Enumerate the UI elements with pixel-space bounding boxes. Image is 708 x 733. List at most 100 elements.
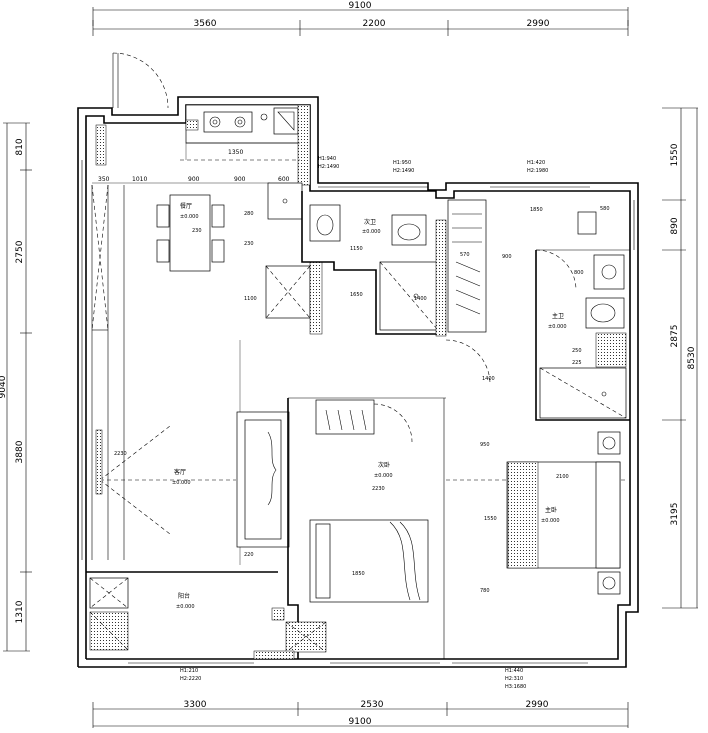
left-seg-4: 1310 (15, 600, 25, 623)
master-toilet (585, 297, 625, 329)
dim-600: 600 (278, 176, 290, 183)
second-bedroom: 次卧 ±0.000 2230 1850 (285, 397, 446, 659)
right-seg-4: 3195 (670, 503, 680, 526)
dim-900b: 900 (234, 176, 246, 183)
guest-toilet (391, 214, 427, 246)
dining-table (169, 194, 211, 272)
top-dimensions: 9100 3560 2200 2990 (92, 1, 629, 36)
dim-280: 280 (244, 211, 254, 217)
bottom-seg-2: 2530 (361, 700, 384, 710)
dim-220: 220 (244, 552, 254, 558)
hall-closet: 570 (447, 199, 487, 333)
dim-225: 225 (572, 360, 582, 366)
left-dimensions: 9040 810 2750 3880 1310 (0, 122, 32, 652)
w3-h1: H1:420 (527, 160, 545, 166)
guest-bath: 次卫 ±0.000 1150 1650 1400 (301, 191, 447, 337)
dim-900a: 900 (188, 176, 200, 183)
second-wardrobe (315, 399, 375, 435)
right-seg-2: 890 (670, 217, 680, 234)
master-bath-label: 主卫 (552, 312, 564, 320)
living-level: ±0.000 (172, 480, 191, 486)
dim-250: 250 (572, 348, 582, 354)
dim-570: 570 (460, 252, 470, 258)
left-seg-3: 3880 (15, 440, 25, 463)
dim-900: 900 (502, 254, 512, 260)
dim-1010: 1010 (132, 176, 147, 183)
bottom-total-dim: 9100 (349, 717, 372, 727)
right-dimensions: 1550 890 2875 3195 8530 (662, 107, 698, 609)
guest-sink (309, 204, 341, 242)
bottom-seg-3: 2990 (526, 700, 549, 710)
living-room: 客厅 ±0.000 2230 1100 220 (95, 296, 290, 565)
left-seg-1: 810 (15, 138, 25, 155)
misc-dims: 800 1400 250 225 (482, 270, 584, 382)
dim-2100: 2100 (556, 474, 569, 480)
w3-h2: H2:1980 (527, 168, 548, 174)
left-total-dim: 9040 (0, 375, 8, 398)
right-total-dim: 8530 (687, 346, 697, 369)
w4-h2: H2:2220 (180, 676, 201, 682)
dim-1550: 1550 (484, 516, 497, 522)
window-notes: H1:940 H2:1490 H1:950 H2:1490 H1:420 H2:… (180, 156, 548, 690)
dim-1400-b: 1400 (482, 376, 495, 382)
second-bedroom-label: 次卧 (378, 461, 390, 469)
dim-1850: 1850 (530, 207, 543, 213)
dim-780: 780 (480, 588, 490, 594)
dining-level: ±0.000 (180, 214, 199, 220)
dim-950: 950 (480, 442, 490, 448)
guest-bath-label: 次卫 (364, 218, 376, 226)
dim-1650: 1650 (350, 292, 363, 298)
dim-800: 800 (574, 270, 584, 276)
windows (81, 160, 635, 664)
fridge (267, 182, 303, 220)
master-sink (593, 254, 625, 290)
dining-label: 餐厅 (180, 202, 192, 210)
master-bedroom-level: ±0.000 (541, 518, 560, 524)
balcony: 阳台 ±0.000 (86, 571, 295, 660)
dim-580: 580 (600, 206, 610, 212)
bottom-dimensions: 3300 2530 2990 9100 (92, 700, 629, 728)
appliances (265, 182, 323, 335)
dim-230a: 230 (192, 228, 202, 234)
master-bedroom-label: 主卧 (545, 506, 557, 514)
w2-h2: H2:1490 (393, 168, 414, 174)
outer-walls (77, 96, 639, 668)
right-seg-1: 1550 (670, 143, 680, 166)
kitchen-dim-1350: 1350 (228, 149, 243, 156)
w1-h1: H1:940 (318, 156, 336, 162)
dim-1850-second: 1850 (352, 571, 365, 577)
guest-bath-level: ±0.000 (362, 229, 381, 235)
dining-area: 350 1010 900 900 600 餐厅 ±0.000 230 280 2… (92, 176, 290, 272)
dim-350: 350 (98, 176, 110, 183)
dim-230b: 230 (244, 241, 254, 247)
w5-h1: H1:440 (505, 668, 523, 674)
top-seg-3: 2990 (527, 19, 550, 29)
balcony-level: ±0.000 (176, 604, 195, 610)
w4-h1: H1:210 (180, 668, 198, 674)
w5-h2: H2:310 (505, 676, 523, 682)
top-total-dim: 9100 (349, 1, 372, 11)
kitchen: 1350 (180, 104, 311, 186)
dim-1150: 1150 (350, 246, 363, 252)
entry-door[interactable] (112, 52, 169, 109)
dim-2230-living: 2230 (114, 451, 127, 457)
w2-h1: H1:950 (393, 160, 411, 166)
second-bedroom-level: ±0.000 (374, 473, 393, 479)
master-bath-level: ±0.000 (548, 324, 567, 330)
master-bedroom: 主卧 ±0.000 2100 950 780 1550 (445, 339, 626, 595)
left-cabinet (91, 124, 125, 560)
w1-h2: H2:1490 (318, 164, 339, 170)
master-bath: 主卫 ±0.000 1850 900 580 (502, 206, 630, 421)
dim-1400: 1400 (414, 296, 427, 302)
dim-1100: 1100 (244, 296, 257, 302)
w5-h3: H3:1680 (505, 684, 526, 690)
top-seg-1: 3560 (194, 19, 217, 29)
left-seg-2: 2750 (15, 240, 25, 263)
balcony-label: 阳台 (178, 592, 190, 600)
top-seg-2: 2200 (363, 19, 386, 29)
bottom-seg-1: 3300 (184, 700, 207, 710)
right-seg-3: 2875 (670, 325, 680, 348)
dim-2230-second: 2230 (372, 486, 385, 492)
living-label: 客厅 (174, 468, 186, 476)
